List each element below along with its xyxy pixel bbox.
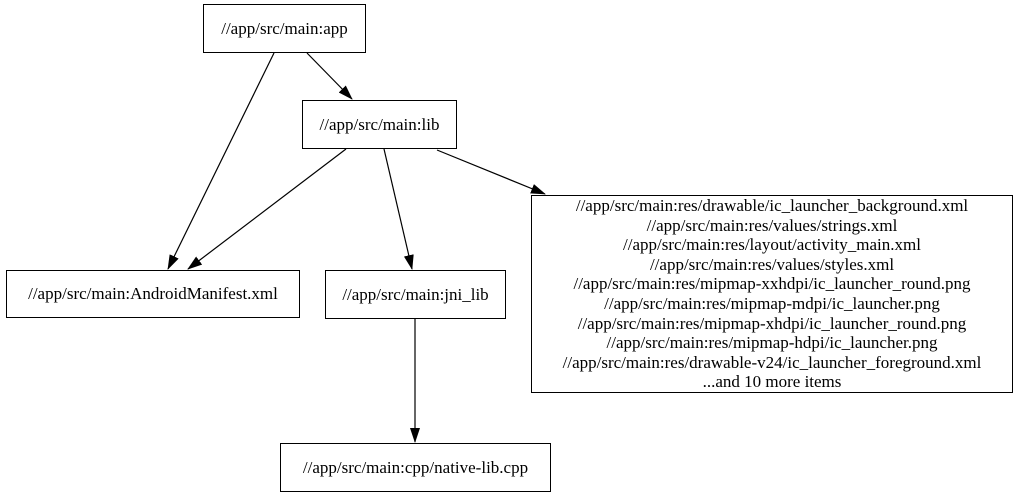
- node-jnilib: //app/src/main:jni_lib: [325, 270, 506, 319]
- node-resgroup-line: //app/src/main:res/values/strings.xml: [646, 215, 898, 235]
- node-nativelibcpp: //app/src/main:cpp/native-lib.cpp: [280, 443, 551, 492]
- node-resgroup-line: //app/src/main:res/mipmap-hdpi/ic_launch…: [606, 333, 938, 353]
- node-resgroup-line: //app/src/main:res/mipmap-xhdpi/ic_launc…: [577, 313, 967, 333]
- node-resgroup-line: //app/src/main:res/values/styles.xml: [649, 254, 895, 274]
- edge-lib-to-jnilib: [383, 148, 414, 270]
- node-androidmanifest-label: //app/src/main:AndroidManifest.xml: [28, 284, 278, 304]
- edge-lib-to-androidmanifest: [187, 148, 347, 270]
- node-resgroup-line: //app/src/main:res/layout/activity_main.…: [623, 235, 921, 255]
- edge-lib-to-resgroup: [436, 149, 546, 195]
- node-nativelibcpp-label: //app/src/main:cpp/native-lib.cpp: [302, 457, 529, 477]
- node-jnilib-label: //app/src/main:jni_lib: [342, 284, 489, 304]
- node-resgroup-line: //app/src/main:res/drawable-v24/ic_launc…: [562, 352, 982, 372]
- node-resgroup-line: //app/src/main:res/mipmap-xxhdpi/ic_laun…: [573, 274, 971, 294]
- node-lib-label: //app/src/main:lib: [319, 114, 440, 134]
- node-resgroup-line: //app/src/main:res/drawable/ic_launcher_…: [575, 196, 969, 216]
- node-resgroup-line: //app/src/main:res/mipmap-mdpi/ic_launch…: [604, 294, 940, 313]
- node-app-label: //app/src/main:app: [221, 18, 348, 38]
- node-lib: //app/src/main:lib: [302, 100, 457, 149]
- edge-app-to-androidmanifest: [167, 52, 275, 270]
- node-resgroup: //app/src/main:res/drawable/ic_launcher_…: [531, 195, 1013, 393]
- edge-app-to-lib: [306, 52, 353, 100]
- node-resgroup-more-items: ...and 10 more items: [702, 372, 842, 392]
- node-androidmanifest: //app/src/main:AndroidManifest.xml: [6, 270, 300, 318]
- node-app: //app/src/main:app: [203, 4, 366, 53]
